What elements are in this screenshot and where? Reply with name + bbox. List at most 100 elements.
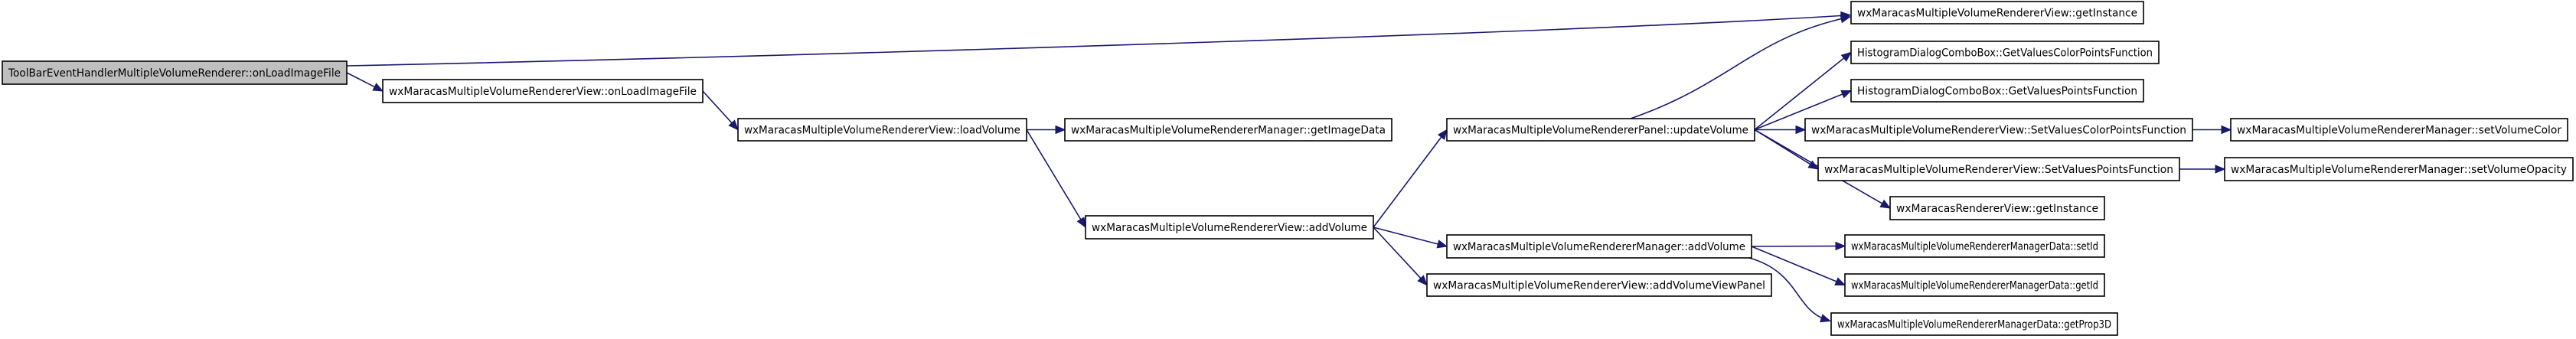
node-label: wxMaracasMultipleVolumeRendererManager::… bbox=[2231, 164, 2567, 176]
edge-n5-n6 bbox=[1373, 129, 1448, 228]
node-rendererview-setvaluespointsfunction[interactable]: wxMaracasMultipleVolumeRendererView::Set… bbox=[1817, 157, 2180, 181]
edge-arrow bbox=[1076, 217, 1086, 229]
edge-n3-n4 bbox=[1027, 125, 1066, 135]
node-box[interactable] bbox=[2230, 118, 2568, 142]
node-box[interactable] bbox=[1850, 41, 2160, 64]
edge-line bbox=[1751, 246, 1837, 282]
edge-n6-n7 bbox=[1754, 51, 1853, 131]
node-label: wxMaracasMultipleVolumeRendererView::Set… bbox=[1824, 164, 2173, 176]
node-label: HistogramDialogComboBox::GetValuesPoints… bbox=[1857, 86, 2137, 98]
node-box[interactable] bbox=[1426, 273, 1772, 297]
node-box[interactable] bbox=[1085, 215, 1374, 240]
node-toolbar-onloadimagefile[interactable]: ToolBarEventHandlerMultipleVolumeRendere… bbox=[2, 60, 348, 85]
edge-arrow bbox=[1795, 125, 1807, 135]
edge-line bbox=[1748, 257, 1827, 321]
node-rendererview2-getinstance[interactable]: wxMaracasRendererView::getInstance bbox=[1889, 196, 2105, 220]
node-box[interactable] bbox=[1889, 196, 2105, 220]
edge-n5-n15 bbox=[1373, 227, 1428, 286]
edge-line bbox=[1373, 227, 1422, 279]
edges-layer bbox=[346, 11, 2232, 323]
edge-n3-n5 bbox=[1026, 129, 1086, 229]
node-label: wxMaracasMultipleVolumeRendererManager::… bbox=[1071, 125, 1386, 137]
node-box[interactable] bbox=[1850, 1, 2144, 24]
node-label: ToolBarEventHandlerMultipleVolumeRendere… bbox=[8, 67, 341, 80]
node-box[interactable] bbox=[2, 60, 348, 85]
edge-arrow bbox=[1436, 240, 1448, 249]
edge-arrow bbox=[2215, 165, 2226, 174]
edge-arrow bbox=[728, 119, 739, 131]
node-label: wxMaracasMultipleVolumeRendererView::add… bbox=[1433, 280, 1765, 292]
edge-arrow bbox=[1879, 199, 1892, 209]
node-rendererview-loadvolume[interactable]: wxMaracasMultipleVolumeRendererView::loa… bbox=[737, 118, 1027, 142]
edge-n0-n1 bbox=[346, 11, 1852, 67]
node-box[interactable] bbox=[2224, 157, 2574, 181]
node-manager-setvolumecolor[interactable]: wxMaracasMultipleVolumeRendererManager::… bbox=[2230, 118, 2568, 142]
edge-line bbox=[1373, 136, 1442, 228]
node-label: wxMaracasMultipleVolumeRendererView::Set… bbox=[1811, 125, 2186, 137]
node-label: wxMaracasMultipleVolumeRendererManagerDa… bbox=[1837, 319, 2111, 331]
node-panel-updatevolume[interactable]: wxMaracasMultipleVolumeRendererPanel::up… bbox=[1446, 118, 1755, 142]
edge-n14-n16 bbox=[1751, 241, 1846, 251]
node-label: wxMaracasMultipleVolumeRendererManager::… bbox=[1453, 241, 1745, 253]
edge-n6-n1 bbox=[1630, 15, 1852, 119]
node-combobox-getvaluescolorpointsfunction[interactable]: HistogramDialogComboBox::GetValuesColorP… bbox=[1850, 41, 2160, 64]
node-label: wxMaracasMultipleVolumeRendererView::loa… bbox=[744, 125, 1020, 137]
edge-n6-n8 bbox=[1754, 90, 1853, 131]
edge-line bbox=[1373, 227, 1438, 245]
node-box[interactable] bbox=[1064, 118, 1392, 142]
edge-arrow bbox=[1820, 314, 1832, 323]
edge-line bbox=[702, 90, 733, 124]
node-manager-getimagedata[interactable]: wxMaracasMultipleVolumeRendererManager::… bbox=[1064, 118, 1392, 142]
node-rendererview-addvolume[interactable]: wxMaracasMultipleVolumeRendererView::add… bbox=[1085, 215, 1374, 240]
edge-arrow bbox=[2221, 125, 2232, 135]
node-managerdata-getprop3d[interactable]: wxMaracasMultipleVolumeRendererManagerDa… bbox=[1830, 312, 2118, 336]
node-box[interactable] bbox=[382, 79, 704, 103]
node-box[interactable] bbox=[1830, 312, 2118, 336]
node-box[interactable] bbox=[1844, 273, 2105, 297]
node-box[interactable] bbox=[1844, 234, 2105, 258]
node-rendererview-getinstance[interactable]: wxMaracasMultipleVolumeRendererView::get… bbox=[1850, 1, 2144, 24]
edge-n9-n12 bbox=[2192, 125, 2232, 135]
node-box[interactable] bbox=[737, 118, 1027, 142]
edge-arrow bbox=[1437, 129, 1448, 140]
edge-n0-n2 bbox=[346, 72, 384, 92]
node-box[interactable] bbox=[1446, 234, 1752, 259]
edge-arrow bbox=[1840, 90, 1853, 99]
edge-line bbox=[346, 72, 375, 88]
node-manager-setvolumeopacity[interactable]: wxMaracasMultipleVolumeRendererManager::… bbox=[2224, 157, 2574, 181]
edge-line bbox=[1026, 129, 1082, 220]
node-box[interactable] bbox=[1446, 118, 1755, 142]
node-rendererview-setvaluescolorpointsfunction[interactable]: wxMaracasMultipleVolumeRendererView::Set… bbox=[1804, 118, 2193, 142]
node-managerdata-setid[interactable]: wxMaracasMultipleVolumeRendererManagerDa… bbox=[1844, 234, 2105, 258]
edge-arrow bbox=[1417, 275, 1428, 286]
node-label: wxMaracasMultipleVolumeRendererPanel::up… bbox=[1453, 125, 1748, 137]
node-manager-addvolume[interactable]: wxMaracasMultipleVolumeRendererManager::… bbox=[1446, 234, 1752, 259]
edge-line bbox=[1630, 17, 1847, 119]
edge-arrow bbox=[372, 83, 384, 92]
edge-line bbox=[346, 15, 1847, 67]
edge-arrow bbox=[1055, 125, 1066, 135]
node-box[interactable] bbox=[1850, 79, 2144, 103]
node-label: wxMaracasMultipleVolumeRendererView::add… bbox=[1092, 222, 1367, 234]
edge-n6-n9 bbox=[1755, 125, 1807, 135]
edge-arrow bbox=[1834, 277, 1846, 286]
node-label: wxMaracasMultipleVolumeRendererManagerDa… bbox=[1851, 241, 2098, 253]
edge-line bbox=[1754, 93, 1843, 131]
node-label: HistogramDialogComboBox::GetValuesColorP… bbox=[1857, 47, 2153, 60]
edge-arrow bbox=[1835, 241, 1846, 251]
edge-n14-n17 bbox=[1751, 246, 1846, 286]
node-label: wxMaracasRendererView::getInstance bbox=[1896, 203, 2098, 215]
edge-arrow bbox=[1840, 15, 1852, 24]
node-box[interactable] bbox=[1804, 118, 2193, 142]
node-managerdata-getid[interactable]: wxMaracasMultipleVolumeRendererManagerDa… bbox=[1844, 273, 2105, 297]
edge-n2-n3 bbox=[702, 90, 739, 131]
node-label: wxMaracasMultipleVolumeRendererView::onL… bbox=[389, 86, 697, 98]
node-label: wxMaracasMultipleVolumeRendererView::get… bbox=[1857, 8, 2137, 20]
node-box[interactable] bbox=[1817, 157, 2180, 181]
edge-n5-n14 bbox=[1373, 227, 1448, 249]
node-rendererview-addvolumeviewpanel[interactable]: wxMaracasMultipleVolumeRendererView::add… bbox=[1426, 273, 1772, 297]
node-rendererview-onloadimagefile[interactable]: wxMaracasMultipleVolumeRendererView::onL… bbox=[382, 79, 704, 103]
node-combobox-getvaluespointsfunction[interactable]: HistogramDialogComboBox::GetValuesPoints… bbox=[1850, 79, 2144, 103]
